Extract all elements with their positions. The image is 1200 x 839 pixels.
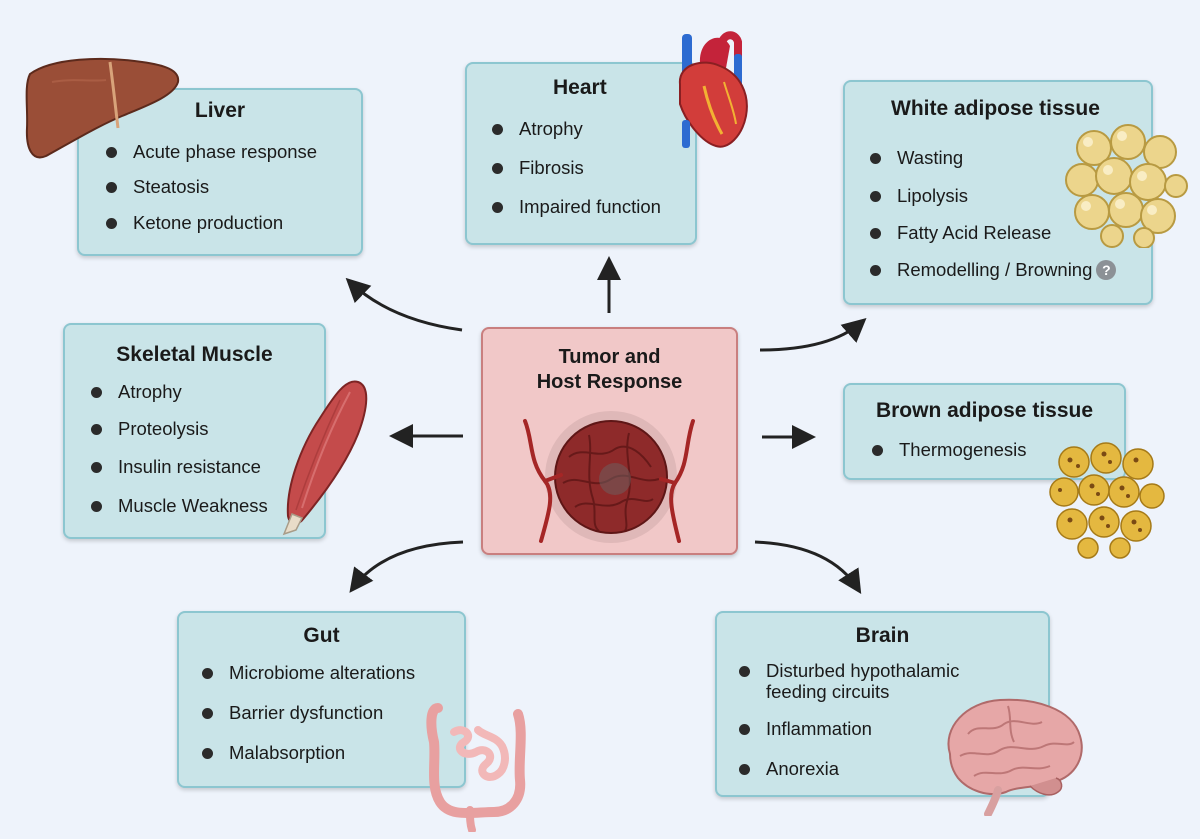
- white-adipocytes-icon: [1065, 124, 1188, 248]
- arrow-to-brain: [754, 540, 862, 595]
- tumor-title: Tumor and Host Response: [483, 345, 736, 395]
- brain-icon: [947, 698, 1083, 816]
- list-item: Muscle Weakness: [91, 495, 268, 517]
- skeletal-muscle-box: Skeletal Muscle Atrophy Proteolysis Insu…: [63, 323, 326, 539]
- list-item: Proteolysis: [91, 418, 268, 440]
- list-item: Remodelling / Browning?: [870, 259, 1117, 281]
- list-item: Lipolysis: [870, 185, 1116, 207]
- list-item: Impaired function: [492, 196, 661, 218]
- gut-list: Microbiome alterations Barrier dysfuncti…: [202, 662, 415, 764]
- list-item: Fibrosis: [492, 157, 661, 179]
- intestine-icon: [426, 703, 526, 832]
- tumor-icon: [523, 411, 695, 543]
- white-adipose-title: White adipose tissue: [891, 97, 1100, 120]
- white-adipose-list: Wasting Lipolysis Fatty Acid Release Rem…: [870, 147, 1117, 281]
- list-item: Disturbed hypothalamic feeding circuits: [739, 660, 989, 702]
- list-item: Fatty Acid Release: [870, 222, 1116, 244]
- remodelling-label: Remodelling / Browning: [897, 259, 1093, 280]
- arrow-to-gut: [349, 540, 464, 593]
- white-adipose-box: White adipose tissue Wasting Lipolysis F…: [843, 80, 1153, 305]
- heart-icon: [678, 31, 748, 148]
- list-item: Barrier dysfunction: [202, 702, 415, 724]
- liver-icon: [25, 57, 180, 159]
- brown-adipose-list: Thermogenesis: [872, 439, 1027, 461]
- liver-list: Acute phase response Steatosis Ketone pr…: [106, 141, 317, 234]
- arrow-to-liver: [345, 277, 463, 332]
- liver-box: Liver Acute phase response Steatosis Ket…: [77, 88, 363, 256]
- skeletal-muscle-title: Skeletal Muscle: [116, 343, 273, 366]
- list-item: Atrophy: [492, 118, 661, 140]
- list-item: Acute phase response: [106, 141, 317, 163]
- tumor-title-line1: Tumor and: [558, 346, 661, 368]
- muscle-icon: [282, 380, 368, 536]
- heart-title: Heart: [553, 76, 607, 99]
- list-item: Atrophy: [91, 381, 268, 403]
- skeletal-muscle-list: Atrophy Proteolysis Insulin resistance M…: [91, 381, 268, 517]
- gut-title: Gut: [303, 624, 340, 647]
- list-item: Insulin resistance: [91, 456, 268, 478]
- list-item: Anorexia: [739, 758, 989, 780]
- list-item: Inflammation: [739, 718, 989, 740]
- list-item: Microbiome alterations: [202, 662, 415, 684]
- heart-list: Atrophy Fibrosis Impaired function: [492, 118, 661, 218]
- heart-box: Heart Atrophy Fibrosis Impaired function: [465, 62, 697, 245]
- brain-title: Brain: [855, 624, 910, 647]
- list-item: Thermogenesis: [872, 439, 1027, 461]
- question-mark-icon: ?: [1096, 260, 1117, 280]
- brain-list: Disturbed hypothalamic feeding circuits …: [739, 660, 989, 780]
- brown-adipocytes-icon: [1049, 442, 1165, 559]
- liver-title: Liver: [194, 99, 246, 122]
- tumor-host-response-box: Tumor and Host Response: [481, 327, 738, 555]
- gut-box: Gut Microbiome alterations Barrier dysfu…: [177, 611, 466, 788]
- list-item: Wasting: [870, 147, 1116, 169]
- brown-adipose-title: Brown adipose tissue: [875, 399, 1094, 422]
- list-item: Steatosis: [106, 176, 317, 198]
- list-item: Malabsorption: [202, 742, 415, 764]
- arrow-to-white-adipose: [759, 318, 867, 352]
- tumor-title-line2: Host Response: [536, 371, 683, 393]
- list-item: Ketone production: [106, 212, 317, 234]
